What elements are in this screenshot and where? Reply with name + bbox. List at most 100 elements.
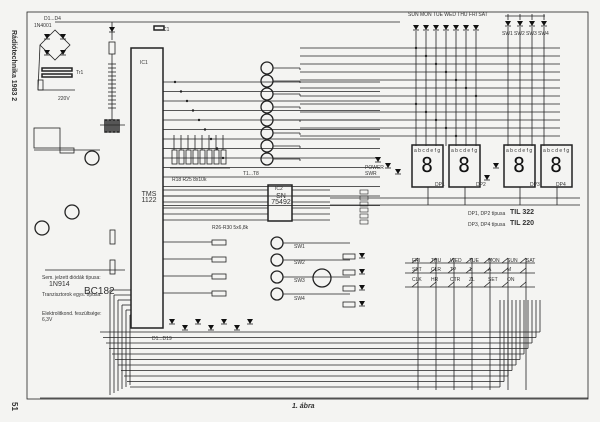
journal-header: Rádiótechnika 1983 2 xyxy=(10,30,17,102)
resistor xyxy=(211,256,227,263)
led-icon xyxy=(541,21,547,26)
key-row1-3: TUE xyxy=(469,258,479,264)
diode-icon xyxy=(359,253,365,258)
display-dp4 xyxy=(540,144,573,188)
junction-dot xyxy=(414,46,418,50)
resistor xyxy=(211,290,227,297)
transistor-icon xyxy=(34,220,50,236)
ic1-tms1122 xyxy=(130,47,164,329)
transformer-core xyxy=(41,67,73,72)
key-row2-0: SET xyxy=(412,267,422,273)
key-row3-3: ZL xyxy=(469,277,475,283)
key-switch xyxy=(465,267,473,274)
resistor xyxy=(211,273,227,280)
sw3-led-label: SW3 xyxy=(526,31,537,37)
bridge-diodes-label: D1...D4 xyxy=(44,16,61,22)
led-icon xyxy=(505,21,511,26)
junction-dot xyxy=(474,94,478,98)
resistor xyxy=(342,301,356,308)
key-row1-2: WED xyxy=(450,258,462,264)
sw2-line-label: SW2 xyxy=(294,260,305,266)
resistor-r25 xyxy=(220,149,227,165)
mains-label: 220V xyxy=(58,96,70,102)
note-transistor-label: Tranzisztorok egys. típusa: xyxy=(42,292,102,298)
connector-pin xyxy=(359,207,369,213)
led-icon xyxy=(413,25,419,30)
junction-dot xyxy=(221,156,225,160)
key-switch xyxy=(429,267,437,274)
junction-dot xyxy=(424,110,428,114)
key-switch xyxy=(465,281,473,288)
junction-dot xyxy=(209,137,213,141)
junction-dot xyxy=(197,118,201,122)
resistor-r19 xyxy=(178,149,185,165)
key-row3-5: ON xyxy=(507,277,515,283)
resistor xyxy=(109,229,116,245)
resistor xyxy=(109,259,116,275)
dp2-label: DP2 xyxy=(476,182,486,188)
resistor-r21 xyxy=(192,149,199,165)
key-switch xyxy=(519,257,527,264)
transistor-t4 xyxy=(260,100,274,114)
junction-dot xyxy=(454,78,458,82)
key-switch xyxy=(447,257,455,264)
capacitor xyxy=(108,119,112,133)
ic1-ref: IC1 xyxy=(140,60,148,66)
sw1-line-label: SW1 xyxy=(294,244,305,250)
switch-icon xyxy=(375,157,381,162)
diode-icon xyxy=(169,319,175,324)
display-dp2 xyxy=(448,144,481,188)
diode-icon xyxy=(44,50,50,55)
resistor xyxy=(108,41,116,55)
junction-dot xyxy=(203,128,207,131)
display3-digit: 8 xyxy=(513,153,526,177)
junction-dot xyxy=(444,70,448,74)
power-swr-label: POWER SWR xyxy=(365,165,384,177)
switch-icon xyxy=(395,169,401,174)
key-switch xyxy=(411,267,419,274)
resistor-r18 xyxy=(171,149,178,165)
resistor xyxy=(342,253,356,260)
note-diode-label: Sem. jelzett diódák típusa: xyxy=(42,275,101,281)
note-diode-type: 1N914 xyxy=(49,281,70,288)
junction-dot xyxy=(434,118,438,122)
key-switch xyxy=(483,257,491,264)
dp4-label: DP4 xyxy=(556,182,566,188)
display2-segments: a b c d e f g xyxy=(451,148,478,154)
key-row1-5: SUN xyxy=(507,258,518,264)
resistor-bank2-label: R26-R30 5x6,8k xyxy=(212,225,249,231)
junction-dot xyxy=(434,62,438,66)
ic2-type: SN 75492 xyxy=(271,193,291,206)
led-icon xyxy=(453,25,459,30)
transistor-t2 xyxy=(260,74,274,88)
key-switch xyxy=(447,267,455,274)
key-row1-6: SAT xyxy=(526,258,536,264)
key-row1-4: MON xyxy=(488,258,500,264)
key-row3-4: SET xyxy=(488,277,498,283)
led-icon xyxy=(443,25,449,30)
transistor-sw4 xyxy=(270,287,284,301)
dp3-label: DP3 xyxy=(530,182,540,188)
display3-segments: a b c d e f g xyxy=(506,148,533,154)
note-electrolytic: Elektrolitkond. feszültsége: 6,3V xyxy=(42,311,102,323)
transistor-icon xyxy=(84,150,100,166)
key-row2-5: M xyxy=(507,267,512,273)
diode-icon xyxy=(221,319,227,324)
bridge-type-label: 1N4001 xyxy=(34,23,52,29)
key-row2-3: 1 xyxy=(469,267,472,273)
legend-line1-label: DP1, DP2 típusa xyxy=(468,211,506,217)
capacitor xyxy=(112,119,116,133)
din-connector xyxy=(312,268,332,288)
switch-icon xyxy=(385,163,391,168)
key-switch xyxy=(483,281,491,288)
dp1-label: DP1 xyxy=(435,182,445,188)
transistor-t1 xyxy=(260,61,274,75)
key-switch xyxy=(411,281,419,288)
diode-icon xyxy=(359,301,365,306)
diode-icon xyxy=(484,175,490,180)
connector-pin xyxy=(359,195,369,201)
resistor xyxy=(342,269,356,276)
transistor-sw3 xyxy=(270,270,284,284)
